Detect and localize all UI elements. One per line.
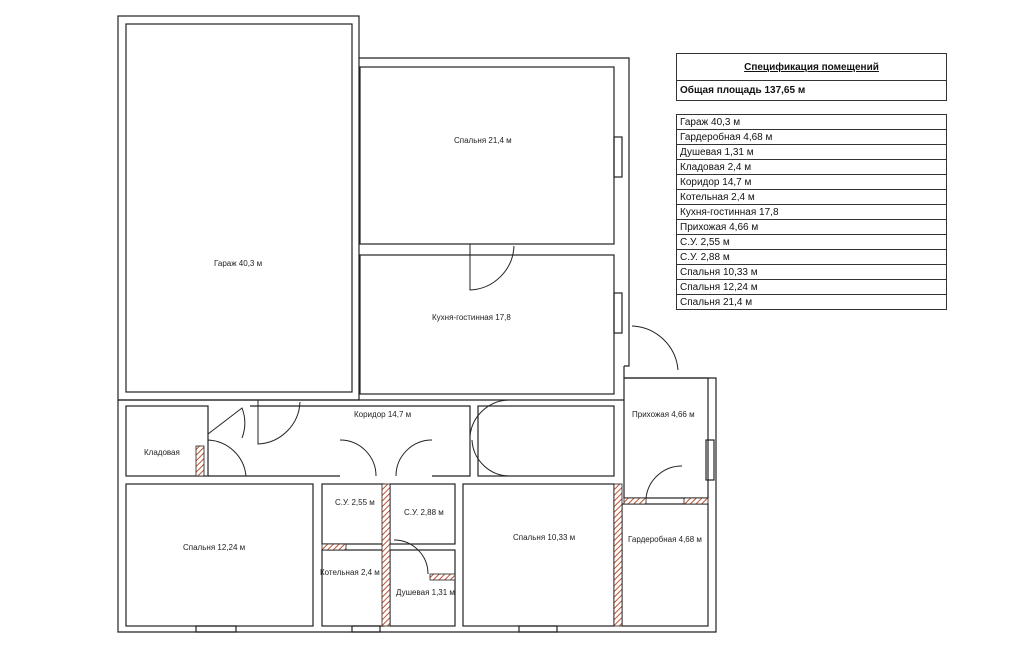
spec-list: Гараж 40,3 м Гардеробная 4,68 м Душевая … <box>676 114 947 310</box>
label-bedroom-12: Спальня 12,24 м <box>183 543 245 552</box>
spec-row: Спальня 12,24 м <box>677 280 946 295</box>
spec-row: Душевая 1,31 м <box>677 145 946 160</box>
spec-row: С.У. 2,88 м <box>677 250 946 265</box>
spec-title: Спецификация помещений <box>676 53 947 80</box>
spec-row: Кухня-гостинная 17,8 <box>677 205 946 220</box>
door-bedroom-21 <box>469 244 515 291</box>
window-bottom-1 <box>195 625 237 633</box>
bedroom-12-room <box>125 483 314 627</box>
door-bedroom-10 <box>471 439 511 477</box>
window-bottom-2 <box>351 625 381 633</box>
spec-row: Коридор 14,7 м <box>677 175 946 190</box>
hall-outer <box>614 366 717 633</box>
label-shower: Душевая 1,31 м <box>396 588 455 597</box>
room-specification: Спецификация помещений Общая площадь 137… <box>676 53 947 310</box>
window-hall <box>705 439 715 481</box>
bedroom-10-room <box>462 483 615 627</box>
spec-row: Кладовая 2,4 м <box>677 160 946 175</box>
door-entrance <box>631 325 679 371</box>
label-wc-2: С.У. 2,88 м <box>404 508 444 517</box>
kitchen-inner <box>359 254 615 395</box>
door-wc-1 <box>339 439 377 477</box>
label-wc-1: С.У. 2,55 м <box>335 498 375 507</box>
doors <box>207 244 683 575</box>
window-kitchen <box>613 292 623 334</box>
wardrobe-room <box>621 503 709 627</box>
window-bedroom-21 <box>613 136 623 178</box>
spec-row: С.У. 2,55 м <box>677 235 946 250</box>
spec-row: Гараж 40,3 м <box>677 115 946 130</box>
spec-total-area: Общая площадь 137,65 м <box>676 80 947 101</box>
hatched-walls <box>195 445 709 627</box>
floor-plan: Гараж 40,3 м Спальня 21,4 м Кухня-гостин… <box>117 15 717 633</box>
label-bedroom-21: Спальня 21,4 м <box>454 136 512 145</box>
room-labels: Гараж 40,3 м Спальня 21,4 м Кухня-гостин… <box>144 136 702 597</box>
label-corridor: Коридор 14,7 м <box>354 410 411 419</box>
garage-outer <box>117 15 360 401</box>
label-hall: Прихожая 4,66 м <box>632 410 695 419</box>
label-storage: Кладовая <box>144 448 180 457</box>
walls <box>117 15 717 633</box>
garage-inner <box>125 23 353 393</box>
lower-block-outer <box>117 400 614 633</box>
label-wardrobe: Гардеробная 4,68 м <box>628 535 702 544</box>
spec-row: Прихожая 4,66 м <box>677 220 946 235</box>
label-bedroom-10: Спальня 10,33 м <box>513 533 575 542</box>
label-boiler: Котельная 2,4 м <box>320 568 380 577</box>
wc-1-room <box>321 483 385 545</box>
corridor-walls <box>250 405 471 477</box>
door-corridor-right <box>469 399 511 437</box>
boiler-room <box>321 549 385 627</box>
window-bottom-3 <box>518 625 558 633</box>
door-shower <box>393 539 429 575</box>
upper-block-outer <box>359 57 630 367</box>
hall-inner <box>623 377 709 499</box>
spec-row: Гардеробная 4,68 м <box>677 130 946 145</box>
storage-room <box>125 405 209 477</box>
bedroom-21-inner <box>359 66 615 245</box>
label-kitchen: Кухня-гостинная 17,8 <box>432 313 511 322</box>
label-garage: Гараж 40,3 м <box>214 259 262 268</box>
door-wc-2 <box>395 439 433 477</box>
spec-row: Котельная 2,4 м <box>677 190 946 205</box>
door-storage <box>207 407 246 439</box>
spec-row: Спальня 21,4 м <box>680 296 753 308</box>
door-wardrobe <box>645 465 683 499</box>
spec-row: Спальня 10,33 м <box>677 265 946 280</box>
door-garage <box>257 400 301 445</box>
bedroom-10-upper <box>477 405 615 477</box>
door-bedroom-12 <box>207 439 247 477</box>
